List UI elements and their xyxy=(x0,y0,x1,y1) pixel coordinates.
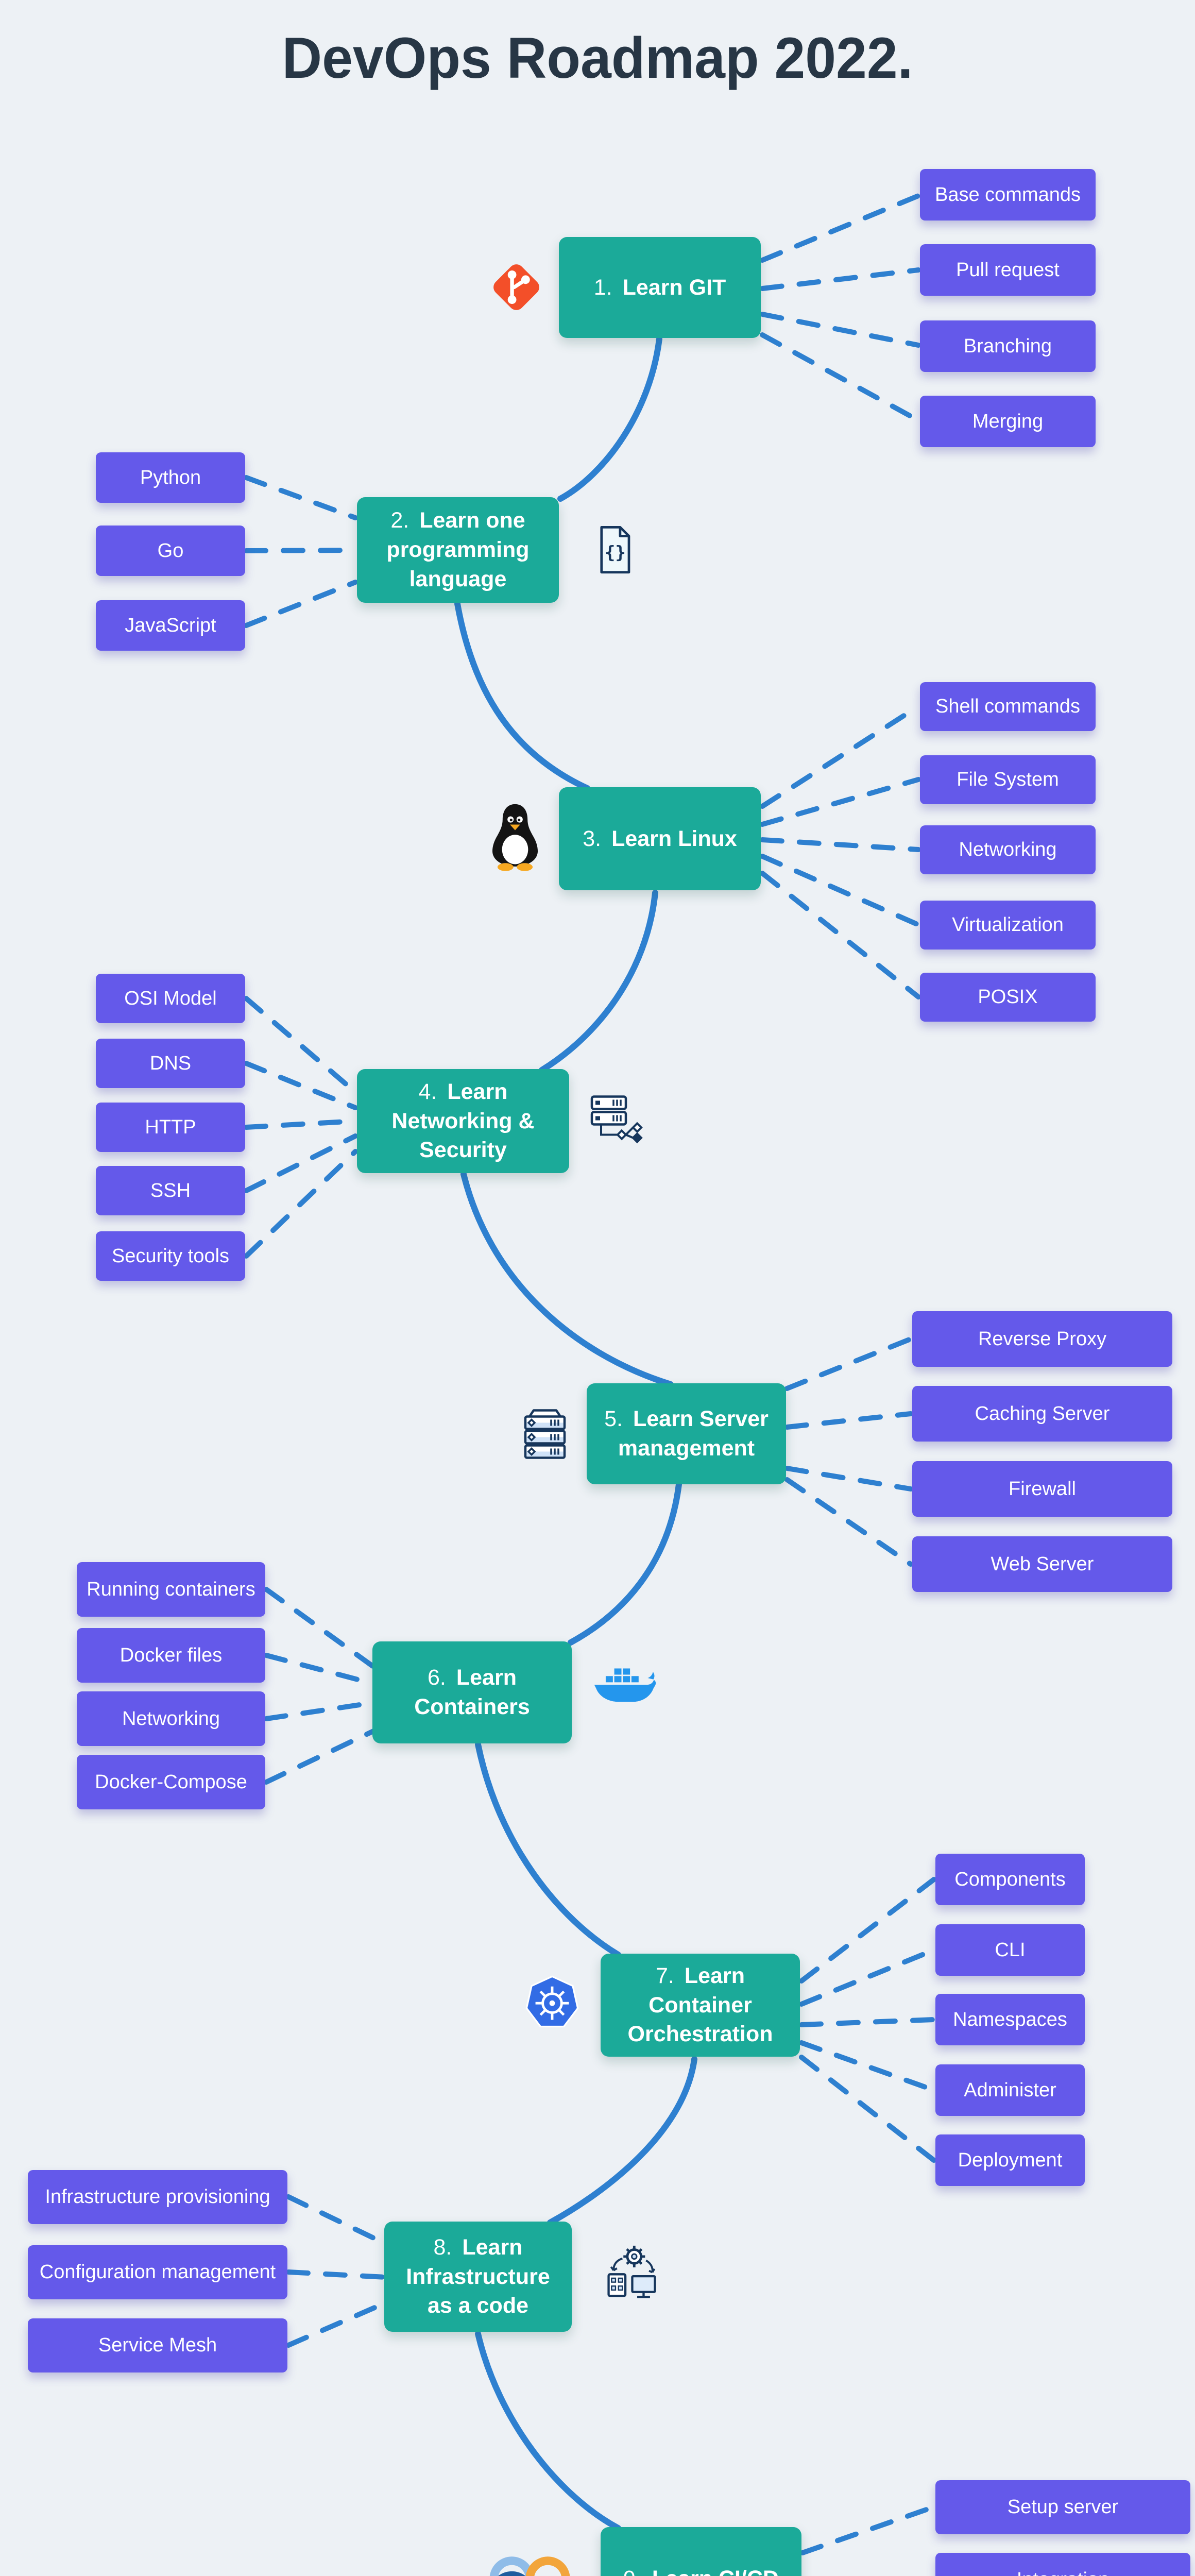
branch-box: Components xyxy=(935,1854,1085,1905)
step-label: Learn Container Orchestration xyxy=(627,1963,773,2047)
branch-box: Setup server xyxy=(935,2480,1190,2534)
branch-box: Service Mesh xyxy=(28,2318,287,2372)
iac-gear-icon xyxy=(607,2245,656,2298)
step-number: 6. xyxy=(428,1665,446,1690)
branch-box: Deployment xyxy=(935,2134,1085,2186)
branch-box: Python xyxy=(96,452,245,503)
step-box-learn-networking-security: 4.Learn Networking & Security xyxy=(357,1069,569,1173)
kubernetes-icon xyxy=(525,1975,579,2028)
step-box-learn-linux: 3. Learn Linux xyxy=(559,787,761,890)
server-rack-icon xyxy=(524,1409,566,1459)
docker-whale-icon xyxy=(594,1668,656,1702)
branch-box: HTTP xyxy=(96,1103,245,1152)
step-label: Learn Infrastructure as a code xyxy=(406,2234,550,2318)
cicd-infinity-icon xyxy=(489,2556,570,2576)
step-number: 7. xyxy=(656,1963,674,1988)
branch-box: Web Server xyxy=(912,1536,1172,1592)
step-number: 4. xyxy=(418,1079,437,1104)
step-number: 2. xyxy=(390,508,409,533)
step-number: 3. xyxy=(583,826,602,851)
branch-box: Infrastructure provisioning xyxy=(28,2170,287,2224)
branch-box: Caching Server xyxy=(912,1386,1172,1442)
step-box-learn-server-management: 5.Learn Server management xyxy=(587,1383,786,1484)
step-label: Learn Networking & Security xyxy=(391,1079,535,1163)
branch-box: Reverse Proxy xyxy=(912,1311,1172,1367)
branch-box: Shell commands xyxy=(920,682,1096,731)
page-title: DevOps Roadmap 2022. xyxy=(282,26,913,90)
code-file-icon: {} xyxy=(600,526,630,574)
branch-box: Running containers xyxy=(77,1562,265,1617)
branch-box: Integration xyxy=(935,2553,1190,2576)
branch-box: Networking xyxy=(77,1691,265,1746)
linux-tux-icon xyxy=(492,804,538,871)
dashed-connectors xyxy=(244,193,936,2555)
step-box-learn-git: 1. Learn GIT xyxy=(559,237,761,338)
roadmap-curve xyxy=(454,336,697,2531)
branch-box: Namespaces xyxy=(935,1994,1085,2045)
network-security-icon xyxy=(590,1095,643,1144)
step-number: 9. xyxy=(623,2566,642,2576)
branch-box: Go xyxy=(96,526,245,576)
branch-box: Administer xyxy=(935,2064,1085,2116)
step-label: Learn CI/CD xyxy=(652,2566,779,2576)
step-label: Learn Linux xyxy=(611,826,737,851)
step-label: Learn Server management xyxy=(618,1406,769,1461)
git-icon xyxy=(493,264,539,310)
step-label: Learn Containers xyxy=(414,1665,530,1719)
branch-box: Configuration management xyxy=(28,2245,287,2299)
branch-box: DNS xyxy=(96,1039,245,1088)
step-box-learn-infrastructure-as-code: 8.Learn Infrastructure as a code xyxy=(384,2222,572,2332)
branch-box: CLI xyxy=(935,1924,1085,1976)
branch-box: Pull request xyxy=(920,244,1096,296)
branch-box: File System xyxy=(920,755,1096,804)
branch-box: Firewall xyxy=(912,1461,1172,1517)
branch-box: Networking xyxy=(920,825,1096,874)
step-box-learn-programming-language: 2.Learn one programming language xyxy=(357,497,559,603)
branch-box: Docker-Compose xyxy=(77,1755,265,1809)
step-number: 8. xyxy=(433,2234,452,2260)
step-number: 5. xyxy=(604,1406,623,1432)
branch-box: OSI Model xyxy=(96,974,245,1023)
branch-box: Security tools xyxy=(96,1231,245,1281)
svg-text:{}: {} xyxy=(605,543,626,563)
branch-box: POSIX xyxy=(920,973,1096,1022)
step-label: Learn GIT xyxy=(622,275,726,300)
branch-box: SSH xyxy=(96,1166,245,1215)
step-box-learn-cicd: 9. Learn CI/CD xyxy=(601,2527,801,2576)
step-label: Learn one programming language xyxy=(386,508,530,591)
branch-box: JavaScript xyxy=(96,600,245,651)
branch-box: Merging xyxy=(920,396,1096,447)
step-box-learn-containers: 6.Learn Containers xyxy=(372,1641,572,1743)
branch-box: Docker files xyxy=(77,1628,265,1683)
branch-box: Virtualization xyxy=(920,901,1096,950)
step-number: 1. xyxy=(593,275,612,300)
branch-box: Branching xyxy=(920,320,1096,372)
branch-box: Base commands xyxy=(920,169,1096,221)
step-box-learn-container-orchestration: 7.Learn Container Orchestration xyxy=(601,1954,800,2057)
